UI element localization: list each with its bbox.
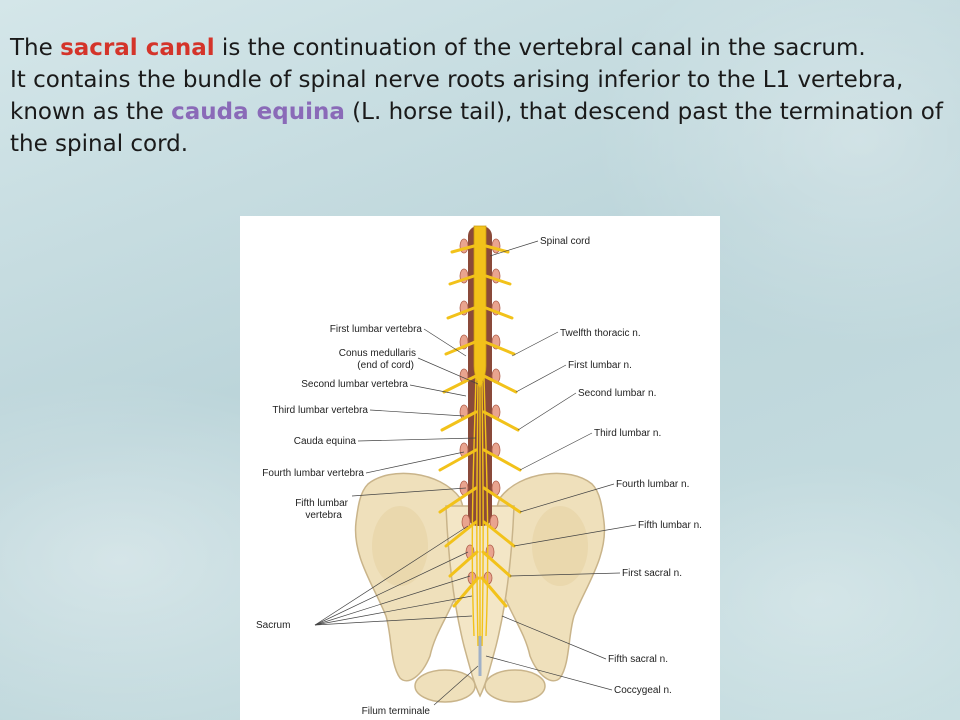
label-fourth-lumbar-n: Fourth lumbar n. xyxy=(616,479,689,490)
label-end-of-cord: (end of cord) xyxy=(357,360,414,371)
leader-lines xyxy=(314,240,637,706)
label-second-lumbar-n: Second lumbar n. xyxy=(578,388,656,399)
label-spinal-cord: Spinal cord xyxy=(540,236,590,247)
label-coccygeal-n: Coccygeal n. xyxy=(614,685,672,696)
label-third-lumbar-vertebra: Third lumbar vertebra xyxy=(272,405,368,416)
cauda-equina-fibers xyxy=(471,375,489,676)
label-fifth-lumbar-vertebra-2: vertebra xyxy=(305,510,342,521)
label-sacrum: Sacrum xyxy=(256,620,290,631)
label-fifth-lumbar-n: Fifth lumbar n. xyxy=(638,520,702,531)
right-fossa xyxy=(532,506,588,586)
pelvis-illustration xyxy=(354,472,606,703)
label-first-lumbar-n: First lumbar n. xyxy=(568,360,632,371)
right-pubis xyxy=(484,669,546,703)
paragraph-sacral-canal: The sacral canal is the continuation of … xyxy=(10,35,866,61)
slide-text: The sacral canal is the continuation of … xyxy=(10,32,950,160)
label-third-lumbar-n: Third lumbar n. xyxy=(594,428,661,439)
label-cauda-equina: Cauda equina xyxy=(294,436,357,447)
label-twelfth-thoracic-n: Twelfth thoracic n. xyxy=(560,328,641,339)
label-fifth-sacral-n: Fifth sacral n. xyxy=(608,654,668,665)
paragraph-cauda-equina: It contains the bundle of spinal nerve r… xyxy=(10,67,943,157)
term-cauda-equina: cauda equina xyxy=(171,99,345,125)
term-sacral-canal: sacral canal xyxy=(60,35,215,61)
label-first-sacral-n: First sacral n. xyxy=(622,568,682,579)
spinal-cord xyxy=(473,225,487,389)
nerve-roots xyxy=(438,244,522,608)
label-fourth-lumbar-vertebra: Fourth lumbar vertebra xyxy=(262,468,364,479)
spinal-anatomy-figure: Spinal cord First lumbar vertebra Conus … xyxy=(240,216,720,720)
left-pubis xyxy=(414,669,476,703)
label-first-lumbar-vertebra: First lumbar vertebra xyxy=(330,324,423,335)
figure-illustration: Spinal cord First lumbar vertebra Conus … xyxy=(256,225,702,717)
spinal-cord-and-nerves xyxy=(438,225,522,676)
left-fossa xyxy=(372,506,428,586)
label-second-lumbar-vertebra: Second lumbar vertebra xyxy=(301,379,408,390)
label-conus-medullaris: Conus medullaris xyxy=(339,348,416,359)
figure-labels: Spinal cord First lumbar vertebra Conus … xyxy=(256,236,702,717)
label-fifth-lumbar-vertebra: Fifth lumbar xyxy=(295,498,348,509)
label-filum-terminale: Filum terminale xyxy=(362,706,431,717)
